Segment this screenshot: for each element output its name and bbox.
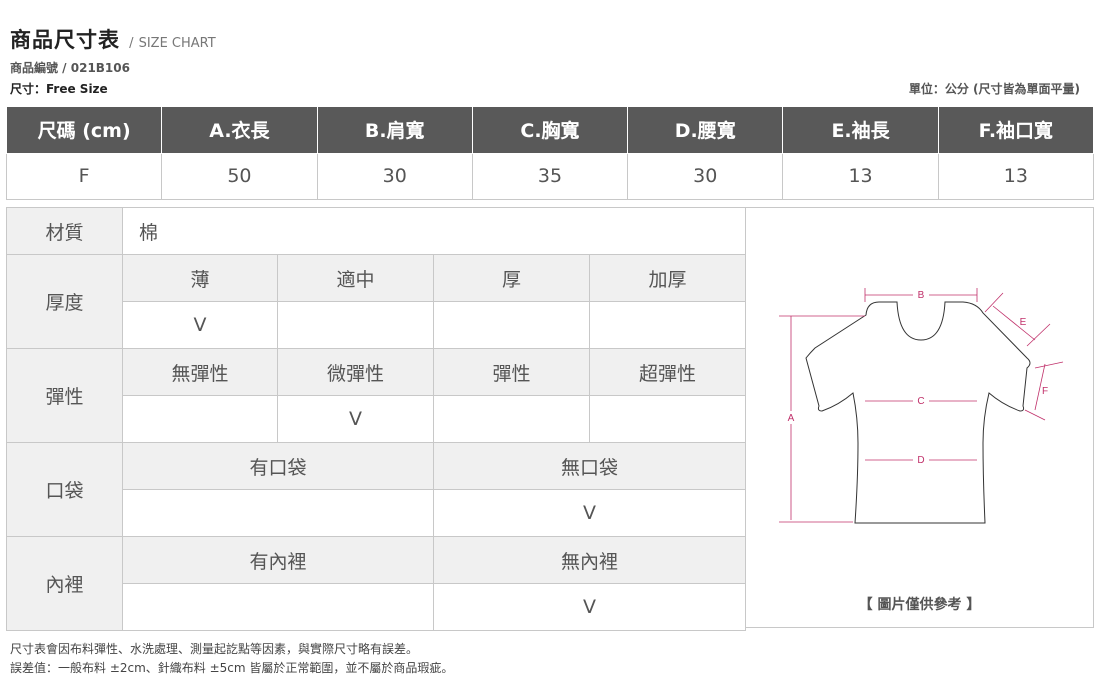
size-cell: 35: [471, 152, 629, 200]
size-header-cell: F.袖口寬: [937, 106, 1095, 154]
size-cell: 50: [161, 152, 318, 200]
measure-label-e: E: [1020, 317, 1027, 328]
pocket-option: 有口袋: [122, 442, 434, 490]
pocket-mark: [122, 489, 434, 537]
size-table-row: F 50 30 35 30 13 13: [5, 152, 1095, 200]
footnote-2: 誤差值：一般布料 ±2cm、針織布料 ±5cm 皆屬於正常範圍，並不屬於商品瑕疵…: [10, 661, 454, 675]
elasticity-mark: V: [277, 395, 434, 443]
size-cell: F: [5, 152, 163, 200]
size-header-cell: E.袖長: [782, 106, 939, 154]
pocket-option: 無口袋: [432, 442, 747, 490]
footnote-1: 尺寸表會因布料彈性、水洗處理、測量起訖點等因素，與實際尺寸略有誤差。: [10, 642, 419, 656]
thickness-mark: V: [122, 301, 278, 349]
thickness-option: 厚: [433, 254, 590, 302]
size-header-cell: B.肩寬: [316, 106, 473, 154]
pocket-options-row: 口袋 有口袋 無口袋: [6, 442, 747, 537]
material-value: 棉: [121, 207, 747, 255]
elasticity-mark: [122, 395, 278, 443]
lining-option: 無內裡: [432, 536, 747, 584]
size-table: 尺碼 (cm) A.衣長 B.肩寬 C.胸寬 D.腰寬 E.袖長 F.袖口寬 F…: [5, 106, 1095, 200]
thickness-mark: [588, 301, 747, 349]
thickness-options-row: 厚度 薄 適中 厚 加厚: [6, 254, 747, 349]
diagram-caption: 【 圖片僅供參考 】: [858, 597, 981, 613]
measure-labels: B C D A E F: [784, 288, 1048, 466]
thickness-option: 加厚: [588, 254, 747, 302]
measure-label-c: C: [917, 396, 924, 407]
size-info: 尺寸：Free Size: [10, 82, 108, 96]
size-header-cell: C.胸寬: [471, 106, 629, 154]
product-code: 商品編號 / 021B106: [10, 61, 130, 75]
title-subtitle: SIZE CHART: [138, 36, 216, 51]
lining-mark: [122, 583, 434, 631]
size-header-cell: 尺碼 (cm): [5, 106, 163, 154]
measure-label-a: A: [788, 413, 795, 424]
title-separator: /: [129, 36, 134, 51]
measure-line-f: [1034, 363, 1046, 411]
title-main: 商品尺寸表: [10, 28, 120, 52]
size-cell: 30: [316, 152, 473, 200]
size-cell: 13: [937, 152, 1095, 200]
measure-label-d: D: [917, 455, 924, 466]
pocket-label: 口袋: [6, 442, 123, 537]
thickness-option: 薄: [122, 254, 278, 302]
measure-tick-e-2: [1026, 323, 1051, 347]
lining-option: 有內裡: [122, 536, 434, 584]
elasticity-option: 彈性: [433, 348, 590, 396]
measure-tick-f-2: [1024, 409, 1046, 421]
pocket-mark: V: [432, 489, 747, 537]
page-title: 商品尺寸表 / SIZE CHART: [10, 24, 216, 54]
measure-tick-f-1: [1034, 361, 1064, 369]
elasticity-option: 微彈性: [277, 348, 434, 396]
elasticity-marks-row: V: [7, 395, 747, 443]
elasticity-option: 超彈性: [588, 348, 747, 396]
size-cell: 30: [627, 152, 784, 200]
thickness-mark: [277, 301, 434, 349]
shirt-outline: [805, 301, 1031, 524]
material-row: 材質 棉: [6, 207, 747, 255]
lining-options-row: 內裡 有內裡 無內裡: [6, 536, 747, 631]
size-header-cell: D.腰寬: [627, 106, 784, 154]
garment-diagram: B C D A E F: [779, 288, 1064, 524]
lining-mark: V: [432, 583, 747, 631]
elasticity-mark: [588, 395, 747, 443]
elasticity-options-row: 彈性 無彈性 微彈性 彈性 超彈性: [6, 348, 747, 443]
lining-label: 內裡: [6, 536, 123, 631]
elasticity-option: 無彈性: [122, 348, 278, 396]
thickness-label: 厚度: [6, 254, 123, 349]
garment-diagram-panel: B C D A E F 【 圖片僅供參考 】: [745, 207, 1094, 628]
measure-label-b: B: [918, 290, 925, 301]
size-header-cell: A.衣長: [161, 106, 318, 154]
measure-tick-e-1: [984, 292, 1004, 313]
material-table: 材質 棉 厚度 薄 適中 厚 加厚 V 彈性 無彈性 微彈性 彈性 超彈性 V …: [6, 207, 747, 631]
unit-note: 單位：公分 (尺寸皆為單面平量): [908, 82, 1080, 96]
material-label: 材質: [6, 207, 123, 255]
elasticity-label: 彈性: [6, 348, 123, 443]
lining-marks-row: V: [7, 583, 747, 631]
thickness-option: 適中: [277, 254, 434, 302]
measure-label-f: F: [1042, 386, 1048, 397]
measure-line-e: [992, 305, 1036, 341]
size-cell: 13: [782, 152, 939, 200]
thickness-mark: [433, 301, 590, 349]
size-table-header-row: 尺碼 (cm) A.衣長 B.肩寬 C.胸寬 D.腰寬 E.袖長 F.袖口寬: [5, 106, 1095, 154]
elasticity-mark: [433, 395, 590, 443]
